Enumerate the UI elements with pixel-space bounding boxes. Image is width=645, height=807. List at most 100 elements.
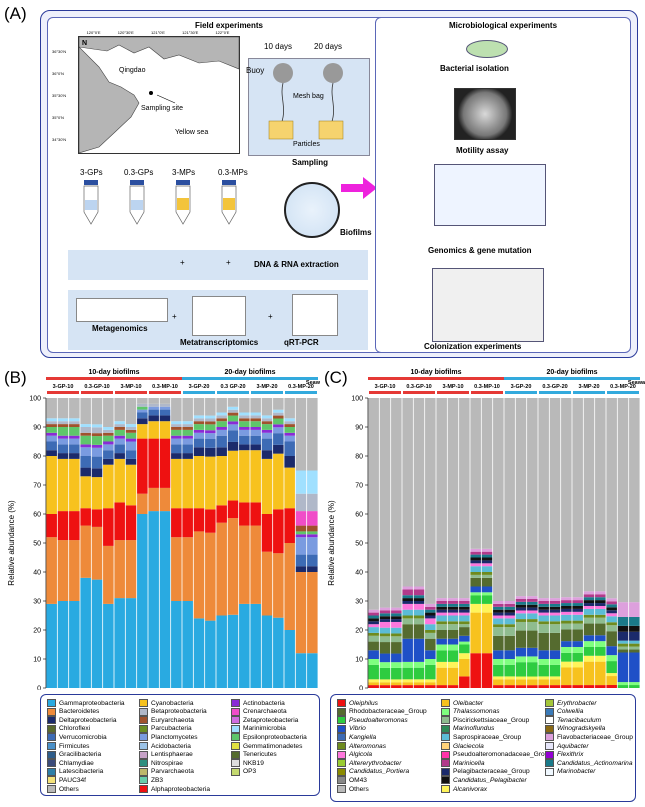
legend-item: ZB3 xyxy=(139,776,163,785)
legend-item: Marinoflundus xyxy=(441,724,494,733)
bar-segment xyxy=(606,604,617,608)
bar-segment xyxy=(606,646,617,656)
sample-bar xyxy=(403,391,435,394)
bar-segment xyxy=(103,545,114,604)
bar-segment xyxy=(46,424,57,427)
bar-segment xyxy=(538,598,549,601)
bar-segment xyxy=(595,597,606,601)
bar-segment xyxy=(91,427,103,434)
bar-segment xyxy=(250,415,261,419)
bar-segment xyxy=(391,607,402,611)
bar-segment xyxy=(481,566,493,572)
bar-segment xyxy=(125,540,137,599)
days-10-label: 10 days xyxy=(264,42,293,51)
bar-segment xyxy=(91,526,103,580)
bar-segment xyxy=(470,554,481,558)
bar-segment xyxy=(527,619,538,622)
bar-segment xyxy=(114,427,125,430)
tube-icon xyxy=(83,180,99,225)
bar-segment xyxy=(459,398,470,599)
bar-segment xyxy=(481,572,493,575)
bar-segment xyxy=(493,398,504,601)
bar-segment xyxy=(125,505,137,541)
bar-segment xyxy=(629,602,640,617)
bar-segment xyxy=(57,438,69,445)
bar-segment xyxy=(295,470,307,494)
bar-segment xyxy=(527,647,538,657)
legend-swatch xyxy=(441,742,450,750)
lat-tick: 35°30'N xyxy=(52,92,67,98)
bar-segment xyxy=(193,618,205,688)
bar-segment xyxy=(527,630,538,648)
sample-tubes xyxy=(83,180,237,225)
bar-segment xyxy=(239,502,250,526)
legend-label: OM43 xyxy=(349,776,367,784)
legend-item: Colwellia xyxy=(545,707,583,716)
legend-item: Kangiella xyxy=(337,733,376,742)
bar-segment xyxy=(629,625,640,632)
bar-segment xyxy=(481,586,493,593)
legend-swatch xyxy=(139,733,148,742)
bar-segment xyxy=(391,662,402,668)
bar-segment xyxy=(239,429,250,436)
lat-tick: 36°0'N xyxy=(52,70,64,76)
bar-segment xyxy=(307,566,318,572)
legend-label: Erythrobacter xyxy=(557,699,597,707)
bar-segment xyxy=(182,508,193,538)
bar-segment xyxy=(284,456,295,468)
bar-segment xyxy=(493,679,504,686)
y-tick-label: 30 xyxy=(355,599,363,606)
bar-segment xyxy=(402,667,413,680)
bar-segment xyxy=(561,629,572,642)
legend-item: Lentisphaerae xyxy=(139,750,193,759)
bar-segment xyxy=(606,622,617,626)
legend-label: Winogradskyella xyxy=(557,725,606,733)
bar-segment xyxy=(273,433,284,445)
bar-segment xyxy=(583,623,595,636)
bar-segment xyxy=(515,662,527,677)
bar-segment xyxy=(114,435,125,439)
bar-segment xyxy=(447,638,459,645)
bar-segment xyxy=(137,406,148,410)
bar-segment xyxy=(629,682,640,686)
bar-segment xyxy=(504,650,515,659)
bar-segment xyxy=(368,664,379,680)
bar-segment xyxy=(447,598,459,601)
bar-segment xyxy=(583,655,595,662)
bar-segment xyxy=(425,685,436,688)
y-tick-label: 10 xyxy=(355,657,363,664)
legend-label: Alteromonas xyxy=(349,742,387,750)
bar-segment xyxy=(307,398,318,471)
y-tick-label: 70 xyxy=(355,483,363,490)
legend-swatch xyxy=(545,759,554,768)
legend-swatch xyxy=(139,699,148,707)
legend-item: Cyanobacteria xyxy=(139,699,194,707)
legend-label: Actinobacteria xyxy=(243,699,285,707)
legend-label: Pseudoalteromonadaceae_Group xyxy=(453,751,552,759)
y-tick-label: 80 xyxy=(33,454,41,461)
legend-label: Others xyxy=(349,785,369,793)
bar-segment xyxy=(216,435,227,448)
bar-segment xyxy=(125,450,137,459)
bar-segment xyxy=(137,514,148,688)
bar-segment xyxy=(114,598,125,688)
legend-swatch xyxy=(441,716,450,725)
bar-segment xyxy=(379,607,391,611)
bar-segment xyxy=(470,595,481,604)
bar-segment xyxy=(57,444,69,454)
legend-swatch xyxy=(231,716,240,725)
legend-item: Pelagibacteraceae_Group xyxy=(441,767,530,776)
bar-segment xyxy=(284,543,295,630)
bar-segment xyxy=(307,493,318,512)
bar-segment xyxy=(216,447,227,456)
bar-segment xyxy=(137,418,148,425)
bar-segment xyxy=(572,600,583,604)
bar-segment xyxy=(583,641,595,647)
legend-swatch xyxy=(441,767,450,776)
bar-segment xyxy=(425,630,436,633)
legend-item: Parcubacteria xyxy=(139,724,192,733)
legend-item: Saprospiraceae_Group xyxy=(441,733,521,742)
bar-segment xyxy=(447,650,459,662)
bar-segment xyxy=(182,438,193,445)
